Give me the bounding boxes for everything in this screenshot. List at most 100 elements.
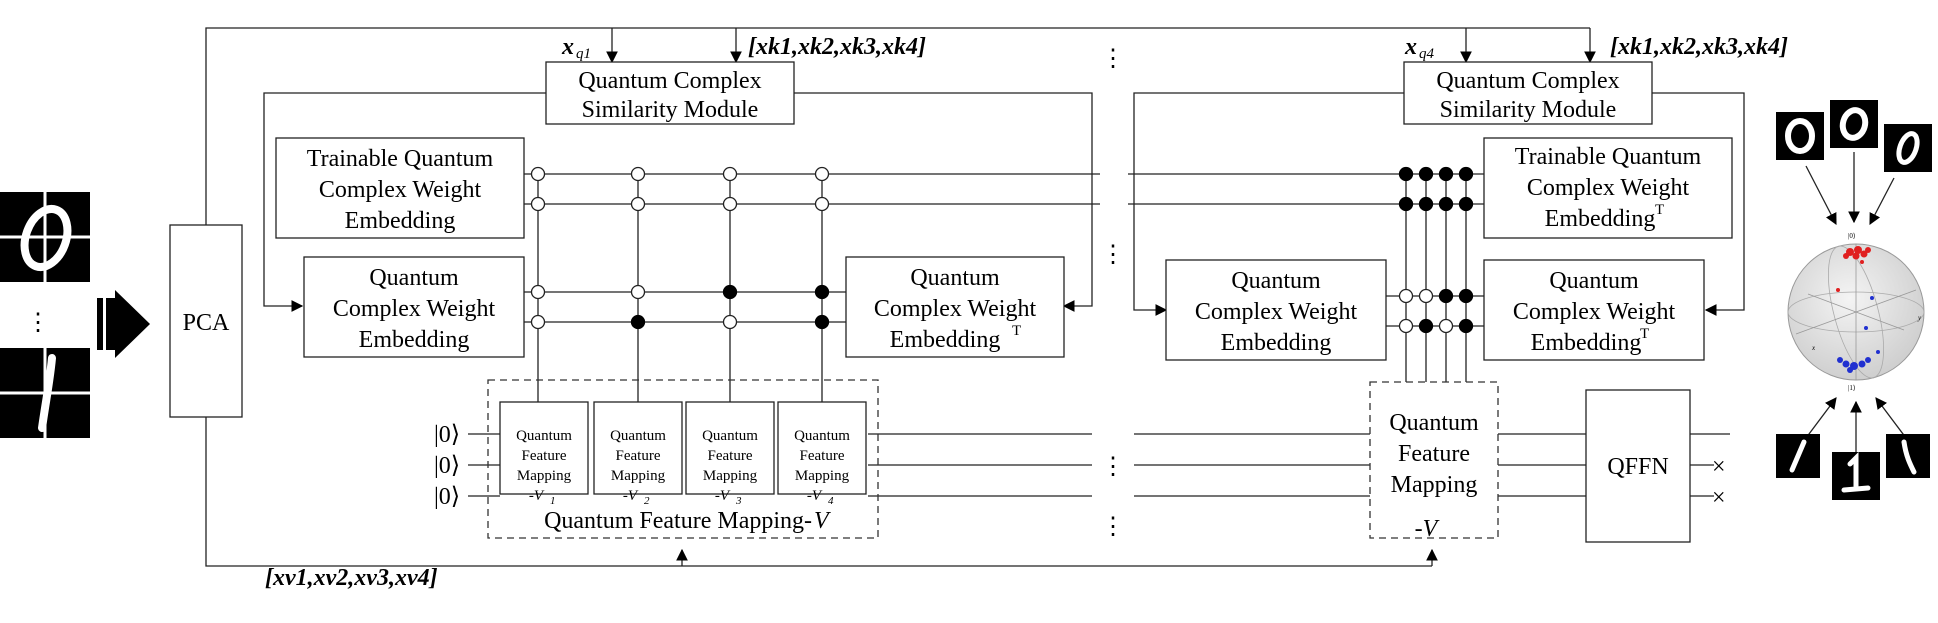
middle-ellipsis-top: ⋮ bbox=[1101, 46, 1125, 72]
svg-text:Embedding: Embedding bbox=[1531, 330, 1642, 356]
controls-section-1 bbox=[530, 166, 830, 330]
svg-text:-V: -V bbox=[807, 488, 823, 504]
svg-text:Quantum: Quantum bbox=[1389, 410, 1479, 436]
svg-text:-V: -V bbox=[529, 488, 545, 504]
svg-text:Complex Weight: Complex Weight bbox=[333, 296, 496, 322]
svg-text:Complex Weight: Complex Weight bbox=[874, 296, 1037, 322]
svg-text:3: 3 bbox=[735, 495, 742, 507]
svg-text:Quantum Complex: Quantum Complex bbox=[1436, 68, 1619, 94]
weight-embedding-1: Quantum Complex Weight Embedding bbox=[303, 256, 525, 358]
discard-mark-1: × bbox=[1712, 454, 1726, 480]
qfm-v-container-title: Quantum Feature Mapping- V bbox=[544, 508, 831, 534]
output-digit-one-a bbox=[1776, 434, 1820, 478]
svg-text:Mapping: Mapping bbox=[611, 468, 666, 484]
svg-text:|0⟩: |0⟩ bbox=[1848, 232, 1856, 240]
svg-text:Embedding: Embedding bbox=[1221, 330, 1332, 356]
svg-text:Feature: Feature bbox=[616, 448, 661, 464]
input-digit-one-image bbox=[0, 348, 90, 438]
svg-text:|1⟩: |1⟩ bbox=[1848, 384, 1856, 392]
pca-label: PCA bbox=[183, 310, 230, 336]
svg-text:Quantum: Quantum bbox=[1231, 268, 1321, 294]
keys-label-4: [xk1,xk2,xk3,xk4] bbox=[1610, 34, 1788, 60]
svg-text:Embedding: Embedding bbox=[359, 327, 470, 353]
qfm-v4-block: Quantum Feature Mapping -V 4 bbox=[777, 401, 867, 507]
query-1-label: x q1 bbox=[561, 34, 591, 62]
middle-ellipsis-bottom: ⋮ bbox=[1101, 514, 1125, 540]
similarity-module-1: Quantum Complex Similarity Module bbox=[545, 61, 795, 125]
svg-text:Feature: Feature bbox=[708, 448, 753, 464]
bloch-sphere: |0⟩ |1⟩ x y bbox=[1787, 232, 1925, 392]
svg-text:QFFN: QFFN bbox=[1607, 454, 1668, 480]
svg-text:-V: -V bbox=[715, 488, 731, 504]
svg-text:2: 2 bbox=[644, 495, 650, 507]
svg-text:Mapping: Mapping bbox=[517, 468, 572, 484]
svg-text:[xk1,xk2,xk3,xk4]: [xk1,xk2,xk3,xk4] bbox=[1610, 34, 1788, 60]
svg-text:Mapping: Mapping bbox=[703, 468, 758, 484]
svg-text:Similarity Module: Similarity Module bbox=[582, 97, 759, 123]
svg-text:Feature: Feature bbox=[522, 448, 567, 464]
svg-text:Similarity Module: Similarity Module bbox=[1440, 97, 1617, 123]
output-digit-zero-c bbox=[1884, 124, 1932, 172]
values-label: [xv1,xv2,xv3,xv4] bbox=[265, 565, 438, 591]
ket-zero-1: |0⟩ bbox=[434, 422, 460, 448]
svg-text:x: x bbox=[1404, 34, 1417, 60]
svg-text:V: V bbox=[814, 508, 831, 534]
pca-top-bus bbox=[205, 27, 1590, 225]
output-digit-zero-b bbox=[1830, 100, 1878, 148]
svg-text:Complex Weight: Complex Weight bbox=[1527, 175, 1690, 201]
svg-text:T: T bbox=[1655, 202, 1664, 218]
trainable-weight-embedding-transpose-4: Trainable Quantum Complex Weight Embeddi… bbox=[1483, 137, 1733, 239]
svg-text:Complex Weight: Complex Weight bbox=[319, 177, 482, 203]
svg-text:T: T bbox=[1640, 326, 1649, 342]
controls-section-4 bbox=[1398, 166, 1474, 334]
output-digit-zero-a bbox=[1776, 112, 1824, 160]
qfm-v1-block: Quantum Feature Mapping -V 1 bbox=[499, 401, 589, 507]
svg-text:x: x bbox=[561, 34, 574, 60]
big-input-arrow-icon bbox=[97, 290, 150, 358]
svg-text:Mapping: Mapping bbox=[795, 468, 850, 484]
pca-block: PCA bbox=[169, 224, 243, 418]
trainable-weight-embedding-1: Trainable Quantum Complex Weight Embeddi… bbox=[275, 137, 525, 239]
svg-text:Quantum: Quantum bbox=[1549, 268, 1639, 294]
middle-ellipsis-lower: ⋮ bbox=[1101, 454, 1125, 480]
ket-zero-3: |0⟩ bbox=[434, 484, 460, 510]
discard-mark-2: × bbox=[1712, 485, 1726, 511]
svg-text:Quantum: Quantum bbox=[516, 428, 572, 444]
svg-text:Quantum: Quantum bbox=[610, 428, 666, 444]
input-digit-zero-image bbox=[0, 192, 90, 282]
svg-text:Feature: Feature bbox=[800, 448, 845, 464]
svg-text:1: 1 bbox=[550, 495, 556, 507]
svg-text:Quantum: Quantum bbox=[910, 265, 1000, 291]
svg-text:y: y bbox=[1917, 314, 1922, 322]
svg-text:-V: -V bbox=[623, 488, 639, 504]
svg-text:Quantum: Quantum bbox=[702, 428, 758, 444]
svg-text:T: T bbox=[1012, 323, 1021, 339]
middle-ellipsis-upper: ⋮ bbox=[1101, 242, 1125, 268]
svg-text:4: 4 bbox=[828, 495, 834, 507]
similarity-module-4: Quantum Complex Similarity Module bbox=[1403, 61, 1653, 125]
svg-text:Complex Weight: Complex Weight bbox=[1513, 299, 1676, 325]
ket-zero-2: |0⟩ bbox=[434, 453, 460, 479]
input-ellipsis: ⋮ bbox=[26, 310, 50, 336]
svg-text:Feature: Feature bbox=[1398, 441, 1470, 467]
qfm-v3-block: Quantum Feature Mapping -V 3 bbox=[685, 401, 775, 507]
output-digit-one-b bbox=[1832, 451, 1880, 500]
qfm-v2-block: Quantum Feature Mapping -V 2 bbox=[593, 401, 683, 507]
weight-embedding-4: Quantum Complex Weight Embedding bbox=[1165, 259, 1387, 361]
qffn-block: QFFN bbox=[1585, 389, 1691, 543]
qfm-v-container bbox=[487, 379, 879, 539]
svg-text:Complex Weight: Complex Weight bbox=[1195, 299, 1358, 325]
svg-text:Embedding: Embedding bbox=[1545, 206, 1656, 232]
svg-text:Trainable Quantum: Trainable Quantum bbox=[1515, 144, 1702, 170]
svg-text:x: x bbox=[1811, 344, 1816, 352]
weight-embedding-transpose-1: Quantum Complex Weight Embedding T bbox=[845, 256, 1065, 358]
svg-text:-V: -V bbox=[1415, 516, 1440, 542]
svg-text:Trainable Quantum: Trainable Quantum bbox=[307, 146, 494, 172]
svg-text:q1: q1 bbox=[576, 46, 591, 62]
svg-text:Embedding: Embedding bbox=[345, 208, 456, 234]
svg-text:Embedding: Embedding bbox=[890, 327, 1001, 353]
svg-text:Quantum Feature Mapping-: Quantum Feature Mapping- bbox=[544, 508, 812, 534]
keys-label-1: [xk1,xk2,xk3,xk4] bbox=[748, 34, 926, 60]
